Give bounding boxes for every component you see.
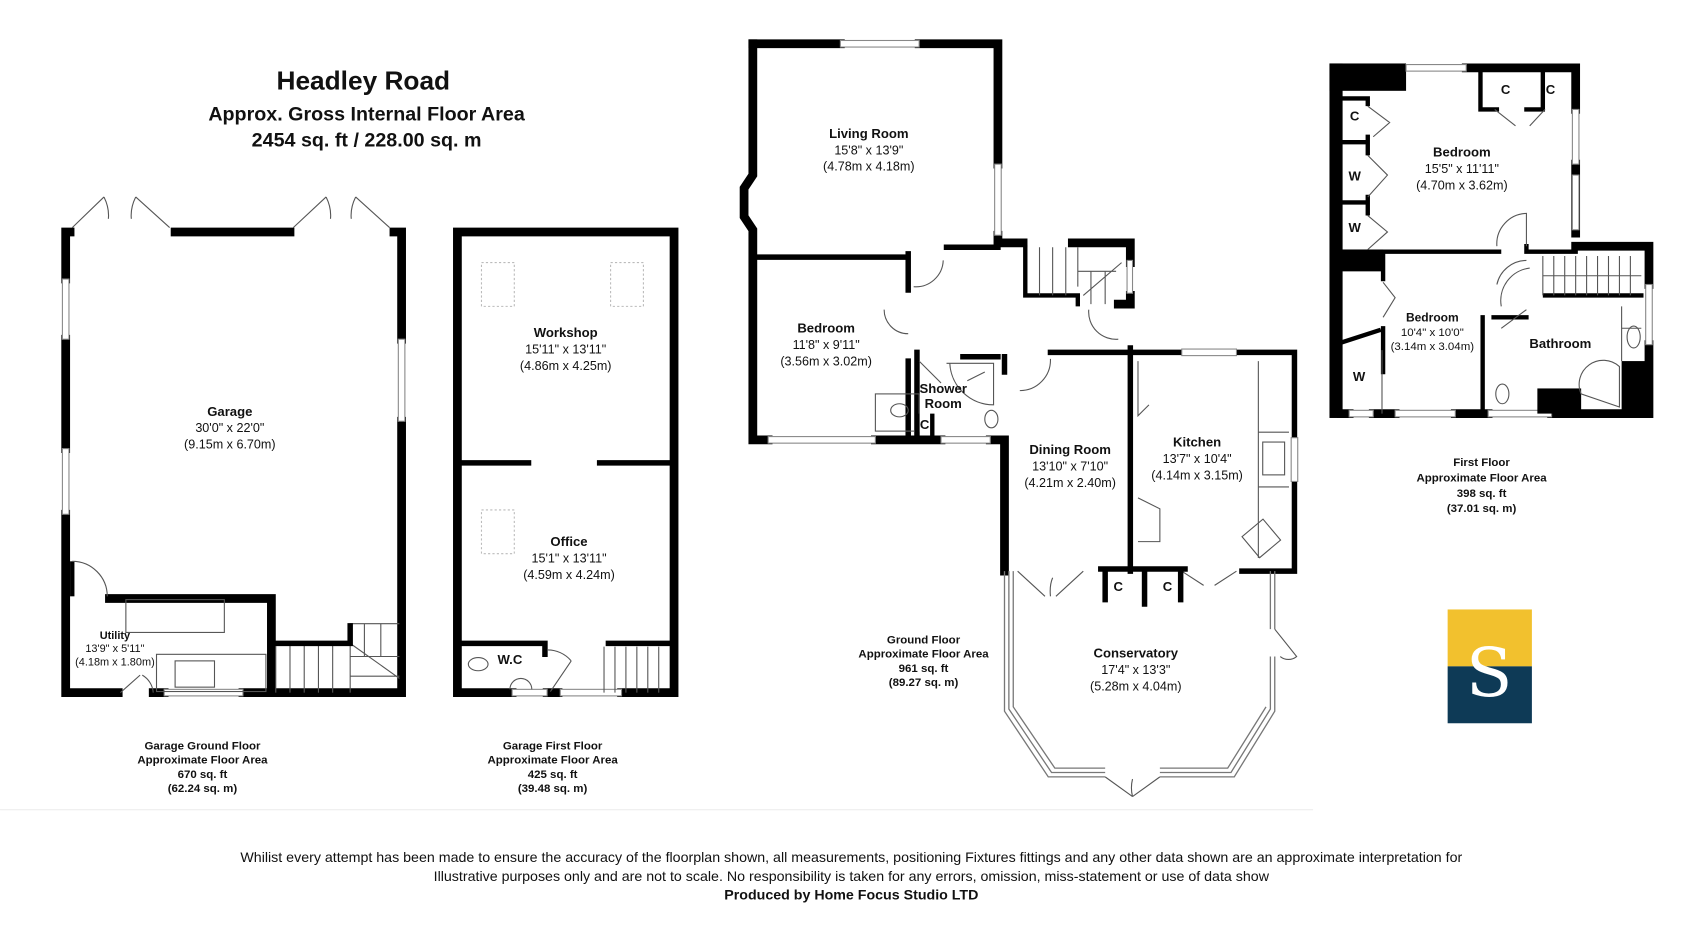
room-imperial: 15'1" x 13'11" — [531, 551, 606, 565]
svg-text:(39.48 sq. m): (39.48 sq. m) — [518, 783, 588, 795]
room-imperial: 13'9" x 5'11" — [85, 643, 144, 655]
room-imperial: 15'5" x 11'11" — [1425, 162, 1499, 176]
room-name: Bedroom — [797, 321, 855, 336]
room-metric: (4.70m x 3.62m) — [1416, 178, 1508, 192]
room-metric: (4.21m x 2.40m) — [1024, 476, 1116, 490]
room-metric: (3.14m x 3.04m) — [1391, 341, 1475, 353]
svg-text:398 sq. ft: 398 sq. ft — [1457, 488, 1507, 500]
room-imperial: 15'8" x 13'9" — [834, 143, 903, 157]
garage-first-floor-plan: Workshop 15'11" x 13'11" (4.86m x 4.25m)… — [453, 227, 679, 796]
room-metric: (4.86m x 4.25m) — [520, 359, 612, 373]
svg-text:Garage Ground Floor: Garage Ground Floor — [144, 741, 261, 753]
room-metric: (5.28m x 4.04m) — [1090, 679, 1182, 693]
room-imperial: 11'8" x 9'11" — [793, 338, 860, 352]
staircase — [273, 623, 400, 693]
svg-text:(37.01 sq. m): (37.01 sq. m) — [1447, 503, 1517, 515]
total-area: 2454 sq. ft / 228.00 sq. m — [252, 130, 482, 152]
svg-text:First Floor: First Floor — [1453, 457, 1510, 469]
room-metric: (4.14m x 3.15m) — [1151, 468, 1243, 482]
disclaimer-line1: Whilist every attempt has been made to e… — [240, 850, 1462, 866]
room-imperial: 30'0" x 22'0" — [195, 421, 264, 435]
property-title: Headley Road — [276, 66, 450, 96]
room-name: Shower — [920, 381, 967, 396]
svg-text:Approximate Floor Area: Approximate Floor Area — [858, 649, 989, 661]
room-name-line2: Room — [925, 396, 962, 411]
room-name: Workshop — [534, 325, 598, 340]
room-imperial: 13'10" x 7'10" — [1032, 460, 1108, 474]
room-name: Bathroom — [1529, 336, 1591, 351]
room-imperial: 10'4" x 10'0" — [1401, 327, 1464, 339]
cupboard-label: C — [1163, 579, 1173, 594]
disclaimer-line2: Illustrative purposes only and are not t… — [434, 869, 1270, 885]
garage-ground-floor-plan: Garage 30'0" x 22'0" (9.15m x 6.70m) Uti… — [61, 196, 406, 796]
floor-summary: Garage Ground Floor Approximate Floor Ar… — [137, 741, 268, 796]
agency-logo: S — [1447, 609, 1532, 724]
wardrobe-label: W — [1348, 220, 1361, 235]
floor-summary: Ground Floor Approximate Floor Area 961 … — [858, 634, 989, 689]
room-imperial: 15'11" x 13'11" — [525, 342, 606, 356]
first-floor-plan: C C C W W W Bedroom 15'5" x 11'11" (4.70… — [1329, 63, 1654, 515]
credit: Produced by Home Focus Studio LTD — [724, 887, 978, 903]
room-metric: (9.15m x 6.70m) — [184, 438, 276, 452]
room-name: Conservatory — [1093, 646, 1178, 661]
room-name: Living Room — [829, 126, 908, 141]
wardrobe-label: W — [1353, 369, 1366, 384]
svg-text:(62.24 sq. m): (62.24 sq. m) — [168, 783, 238, 795]
cupboard-label: C — [920, 417, 930, 432]
room-name: Office — [550, 534, 587, 549]
cupboard-label: C — [1350, 108, 1360, 123]
svg-text:Garage First Floor: Garage First Floor — [503, 741, 603, 753]
cupboard-label: C — [1114, 579, 1124, 594]
header: Headley Road Approx. Gross Internal Floo… — [208, 66, 526, 152]
room-imperial: 13'7" x 10'4" — [1163, 452, 1232, 466]
room-name: Kitchen — [1173, 434, 1221, 449]
room-metric: (3.56m x 3.02m) — [780, 354, 872, 368]
subtitle: Approx. Gross Internal Floor Area — [208, 103, 526, 125]
room-name: Bedroom — [1406, 311, 1459, 325]
floor-summary: Garage First Floor Approximate Floor Are… — [487, 741, 618, 796]
room-name: Garage — [207, 404, 252, 419]
svg-text:Approximate Floor Area: Approximate Floor Area — [137, 755, 268, 767]
svg-text:(89.27 sq. m): (89.27 sq. m) — [889, 677, 959, 689]
room-name: Utility — [100, 630, 131, 642]
cupboard-label: C — [1501, 82, 1511, 97]
room-imperial: 17'4" x 13'3" — [1101, 663, 1170, 677]
room-name: W.C — [498, 652, 523, 667]
room-metric: (4.78m x 4.18m) — [823, 160, 915, 174]
svg-text:961 sq. ft: 961 sq. ft — [899, 663, 949, 675]
logo-letter: S — [1466, 633, 1512, 712]
svg-text:425 sq. ft: 425 sq. ft — [528, 769, 578, 781]
room-name: Dining Room — [1029, 442, 1111, 457]
svg-text:670 sq. ft: 670 sq. ft — [178, 769, 228, 781]
svg-text:Approximate Floor Area: Approximate Floor Area — [1416, 472, 1547, 484]
staircase — [1023, 245, 1134, 307]
svg-text:Approximate Floor Area: Approximate Floor Area — [487, 755, 618, 767]
room-metric: (4.18m x 1.80m) — [75, 656, 155, 668]
room-name: Bedroom — [1433, 144, 1491, 159]
cupboard-label: C — [1546, 82, 1556, 97]
room-metric: (4.59m x 4.24m) — [523, 568, 615, 582]
floor-summary: First Floor Approximate Floor Area 398 s… — [1416, 457, 1547, 515]
ground-floor-plan: C C C Living Room 15'8" x 13'9" (4.78m x… — [739, 39, 1299, 798]
wardrobe-label: W — [1348, 169, 1361, 184]
svg-text:Ground Floor: Ground Floor — [887, 634, 961, 646]
footer: Whilist every attempt has been made to e… — [240, 850, 1462, 903]
